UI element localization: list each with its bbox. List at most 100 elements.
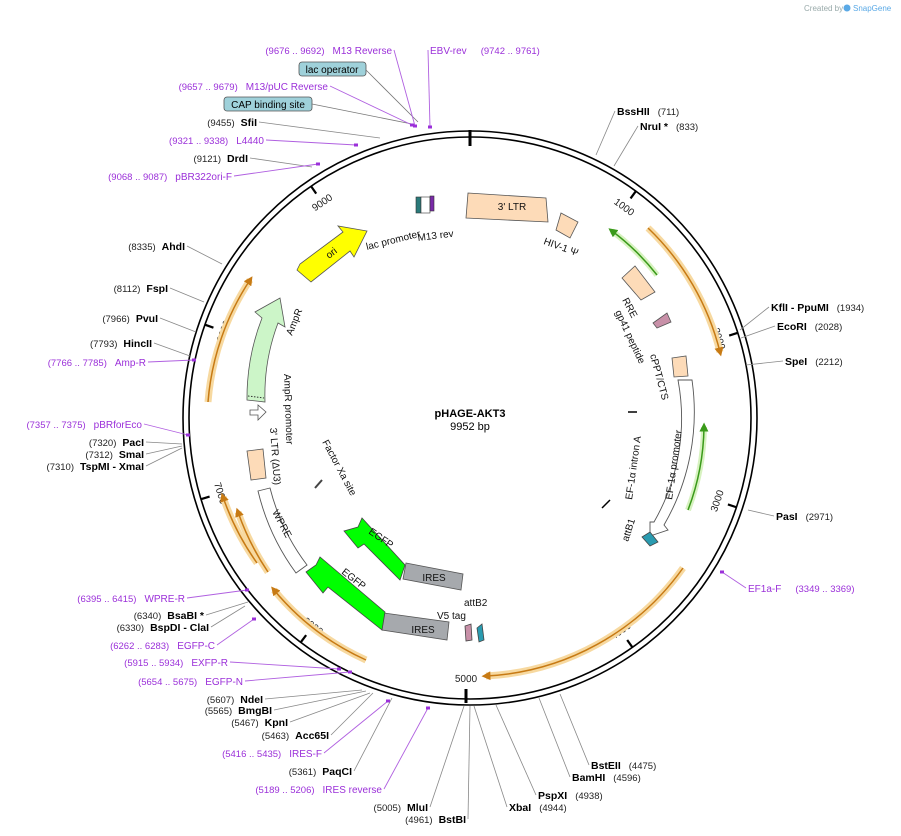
site-leader-line [169, 287, 205, 303]
site-paqci[interactable]: (5361)PaqCI [289, 697, 393, 778]
feature-egfp-1[interactable]: EGFP [343, 517, 406, 581]
site-mlui[interactable]: (5005)MluI [374, 705, 465, 814]
feature-ori[interactable]: ori [296, 225, 368, 283]
primer-wprer[interactable]: (6395 .. 6415)WPRE-R [77, 588, 249, 606]
site-bspdi[interactable]: (6330)BspDI - ClaI [117, 605, 246, 634]
site-fspi[interactable]: (8112)FspI [114, 283, 205, 303]
feature-ampr-label: AmpR [285, 307, 306, 337]
primer-egfpc[interactable]: (6262 .. 6283)EGFP-C [110, 617, 256, 653]
site-ndei[interactable]: (5607)NdeI [207, 689, 363, 706]
site-position: (7793) [90, 339, 117, 350]
feature-attb2[interactable]: attB2 [464, 598, 488, 643]
site-spei[interactable]: SpeI (2212) [745, 356, 843, 368]
primer-iresf[interactable]: (5416 .. 5435)IRES-F [222, 699, 390, 761]
primer-l4440[interactable]: (9321 .. 9338)L4440 [169, 136, 358, 147]
site-position: (2212) [815, 357, 842, 368]
primer-m13reverse[interactable]: (9676 .. 9692)M13 Reverse [265, 46, 417, 128]
feature-ltr3[interactable]: 3' LTR [465, 192, 549, 223]
primer-leader-line [323, 700, 389, 754]
primer-name: EBV-rev [430, 46, 467, 57]
site-position: (2971) [806, 512, 833, 523]
primer-exfpr[interactable]: (5915 .. 5934)EXFP-R [124, 658, 341, 671]
site-name: NruI * [640, 121, 669, 133]
site-bsteii[interactable]: BstEII(4475) [559, 693, 656, 772]
tick-mark-9000 [310, 185, 318, 195]
primer-label: (6395 .. 6415)WPRE-R [77, 594, 185, 605]
primer-pbrforeco[interactable]: (7357 .. 7375)pBRforEco [26, 420, 190, 437]
site-sfii[interactable]: (9455)SfiI [207, 117, 381, 139]
primer-name: L4440 [236, 136, 264, 147]
site-bstbi[interactable]: (4961)BstBI [405, 705, 471, 826]
primer-pbr322orif[interactable]: (9068 .. 9087)pBR322ori-F [108, 162, 320, 184]
primer-ef1af[interactable]: EF1a-F(3349 .. 3369) [720, 570, 855, 596]
primer-range: (7357 .. 7375) [26, 420, 85, 431]
site-leader-line [289, 692, 371, 723]
site-tspmi[interactable]: (7310)TspMI - XmaI [47, 447, 183, 473]
feature-lac-promoter[interactable]: lac promoter M13 rev [365, 195, 454, 253]
site-hincii[interactable]: (7793)HincII [90, 338, 191, 357]
feature-gp41[interactable]: gp41 peptide [612, 309, 672, 366]
site-leader-line [145, 441, 183, 445]
site-ahdi[interactable]: (8335)AhdI [128, 241, 223, 265]
site-pvui[interactable]: (7966)PvuI [102, 313, 197, 333]
site-pspxi[interactable]: PspXI(4938) [495, 704, 603, 802]
site-bsshii[interactable]: BssHII(711) [595, 106, 679, 156]
site-kpni[interactable]: (5467)KpnI [231, 692, 371, 729]
primer-ampr[interactable]: (7766 .. 7785)Amp-R [48, 358, 196, 369]
site-bmgbi[interactable]: (5565)BmgBI [205, 690, 367, 717]
primer-name: IRES reverse [323, 785, 383, 796]
primer-leader-line [427, 49, 431, 128]
primer-label: (5654 .. 5675)EGFP-N [138, 677, 243, 688]
site-label: (9121)DrdI [194, 153, 249, 165]
site-bamhi[interactable]: BamHI(4596) [538, 697, 641, 784]
primer-leader-line [229, 661, 340, 670]
primer-name: EGFP-C [177, 641, 215, 652]
site-position: (2028) [815, 322, 842, 333]
site-pasi[interactable]: PasI(2971) [747, 509, 833, 523]
site-label: (7793)HincII [90, 338, 152, 350]
site-ecori[interactable]: EcoRI(2028) [740, 321, 842, 339]
primer-iresreverse[interactable]: (5189 .. 5206)IRES reverse [255, 706, 430, 797]
site-leader-line [273, 690, 367, 711]
feature-ltr-delta[interactable]: 3' LTR (ΔU3) [246, 427, 282, 485]
site-kfli[interactable]: KflI - PpuMI(1934) [739, 302, 864, 331]
primer-marker [252, 617, 256, 621]
site-drdi[interactable]: (9121)DrdI [194, 153, 313, 168]
feature-wpre[interactable]: WPRE [257, 487, 308, 574]
pill-lac-operator[interactable]: lac operator [298, 61, 419, 123]
site-name: SpeI [785, 356, 807, 368]
site-label: XbaI(4944) [509, 802, 567, 814]
site-name: KflI [771, 302, 788, 314]
site-position: (4596) [613, 773, 640, 784]
site-bsabi[interactable]: (6340)BsaBI * [134, 601, 249, 622]
primer-ebvrev[interactable]: EBV-rev(9742 .. 9761) [427, 46, 540, 129]
primer-range: (5416 .. 5435) [222, 749, 281, 760]
site-leader-line [145, 447, 183, 467]
brand-created-by: Created by [804, 4, 843, 13]
feature-ires-1[interactable]: IRES [402, 562, 464, 591]
site-smai[interactable]: (7312)SmaI [85, 445, 183, 461]
site-paci[interactable]: (7320)PacI [89, 437, 183, 449]
primer-egfpn[interactable]: (5654 .. 5675)EGFP-N [138, 670, 352, 689]
primer-name: EXFP-R [191, 658, 228, 669]
site-acc65i[interactable]: (5463)Acc65I [262, 692, 374, 742]
site-nrui[interactable]: NruI *(833) [613, 121, 698, 167]
primer-marker [428, 125, 432, 129]
primer-leader-line [143, 423, 189, 436]
site-leader-line [495, 704, 537, 796]
feature-egfp-2[interactable]: EGFP [305, 556, 386, 631]
primer-range: (7766 .. 7785) [48, 358, 107, 369]
primer-m13pucreverse[interactable]: (9657 .. 9679)M13/pUC Reverse [179, 82, 414, 127]
primer-name: EGFP-N [205, 677, 243, 688]
site-xbai[interactable]: XbaI(4944) [473, 705, 567, 814]
pill-cap-binding-site[interactable]: CAP binding site [223, 96, 413, 125]
feature-ampr-promoter[interactable]: AmpR promoter [249, 374, 294, 446]
site-position: (8112) [114, 284, 141, 295]
feature-v5-tag[interactable]: V5 tag [437, 611, 473, 642]
feature-ampr[interactable]: AmpR [246, 297, 306, 403]
site-name: PvuI [136, 313, 158, 325]
feature-ef1a-promoter[interactable]: EF-1α promoter [649, 379, 695, 537]
primer-leader-line [186, 589, 248, 599]
site-name-alt: - ClaI [180, 622, 209, 634]
